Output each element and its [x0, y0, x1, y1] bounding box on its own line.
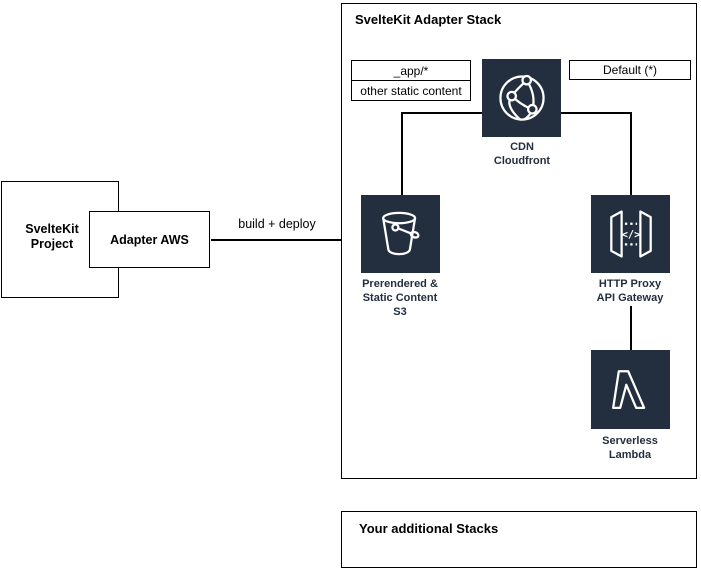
adapter-aws-box: Adapter AWS [89, 211, 210, 268]
route-labels-box: _app/* other static content [351, 60, 471, 101]
additional-stacks-box [341, 511, 697, 568]
route-label-other-static: other static content [352, 80, 470, 100]
s3-node [361, 195, 440, 273]
lambda-icon [611, 369, 645, 409]
cloudfront-caption: CDN Cloudfront [493, 141, 551, 167]
connector-cdn-apigw-v [630, 112, 632, 195]
s3-caption: Prerendered & Static Content S3 [362, 278, 438, 318]
connector-cdn-right-h [560, 112, 631, 114]
route-label-default: Default (*) [569, 60, 691, 80]
build-deploy-connector [211, 239, 341, 241]
svg-text:</>: </> [621, 229, 640, 241]
api-gateway-caption: HTTP Proxy API Gateway [596, 278, 664, 304]
connector-cdn-left-h [401, 112, 482, 114]
lambda-node [591, 350, 670, 429]
api-gateway-icon: </> [609, 210, 652, 258]
connector-apigw-lambda-v [630, 306, 632, 350]
cloudfront-icon [498, 74, 545, 121]
s3-bucket-icon [381, 211, 420, 256]
cloudfront-node [482, 59, 561, 137]
additional-stacks-label: Your additional Stacks [359, 521, 499, 536]
connector-cdn-s3-v [401, 112, 403, 195]
route-label-app: _app/* [393, 63, 429, 78]
build-deploy-label: build + deploy [238, 217, 316, 231]
lambda-caption: Serverless Lambda [602, 435, 658, 461]
adapter-aws-label: Adapter AWS [110, 232, 189, 247]
stack-title: SvelteKit Adapter Stack [355, 12, 502, 27]
api-gateway-node: </> [591, 195, 670, 273]
sveltekit-project-label: SvelteKit Project [25, 222, 79, 251]
